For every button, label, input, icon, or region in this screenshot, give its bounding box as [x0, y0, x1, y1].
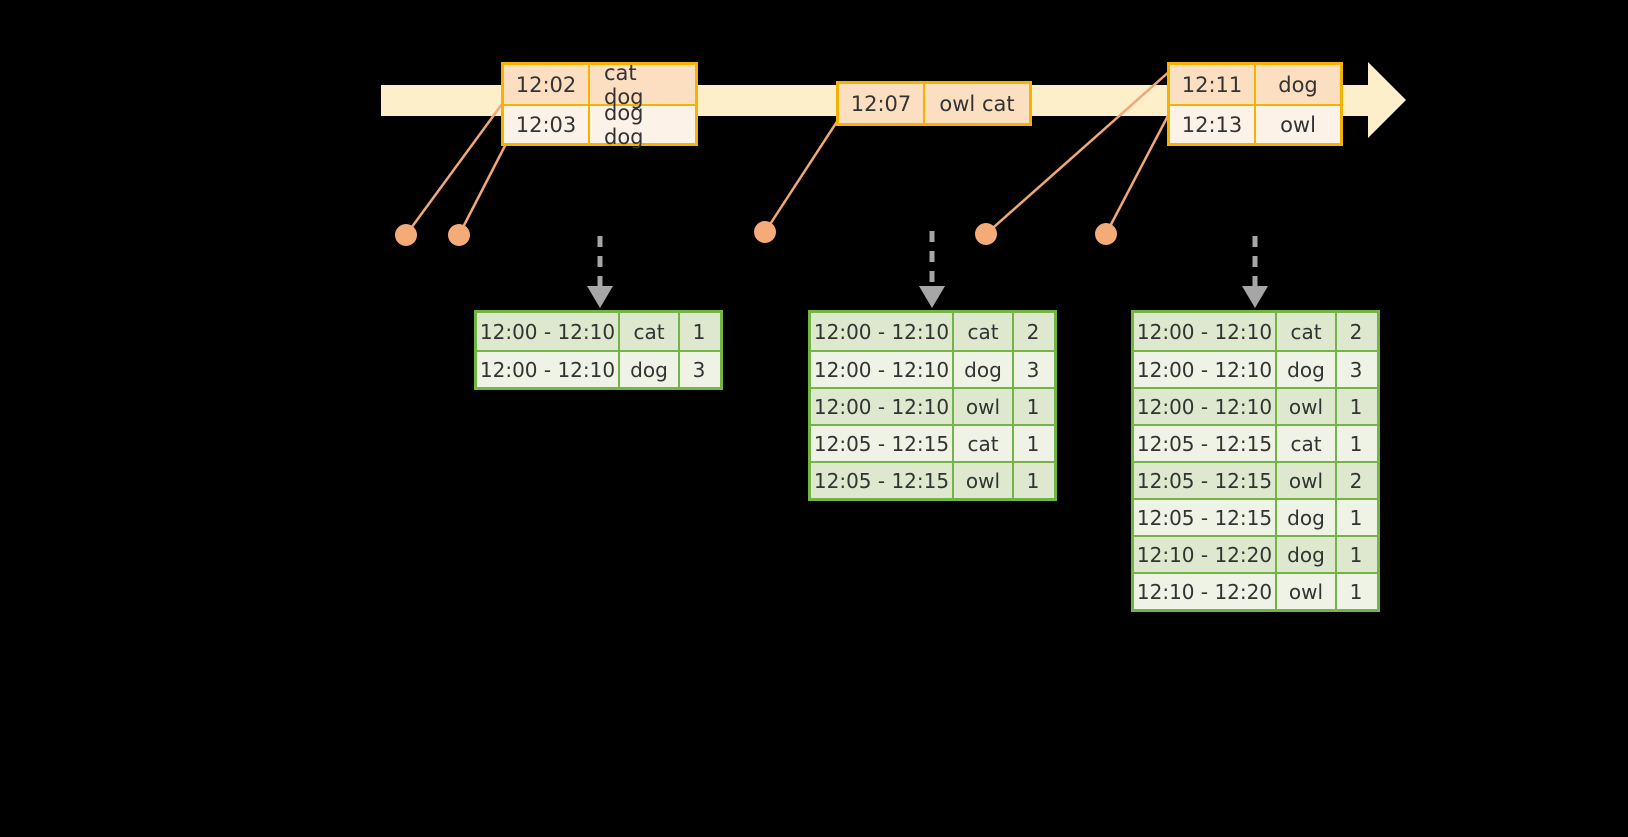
- flow-arrows: [587, 231, 1268, 308]
- cell-window: 12:00 - 12:10: [811, 389, 954, 424]
- event-time: 12:11: [1170, 65, 1256, 104]
- cell-key: dog: [1277, 352, 1337, 387]
- cell-count: 3: [1349, 357, 1363, 382]
- event-box-1[interactable]: 12:02 cat dog 12:03 dog dog: [501, 60, 698, 149]
- cell-window: 12:05 - 12:15: [1134, 426, 1277, 461]
- cell-count: 1: [1026, 431, 1040, 456]
- cell-count: 1: [1026, 394, 1040, 419]
- cell-key: dog: [620, 352, 680, 387]
- cell-key: owl: [1277, 389, 1337, 424]
- connector-event-2-line: [763, 116, 842, 233]
- connector-event-3b-line: [1104, 107, 1174, 235]
- cell-count: 3: [692, 357, 706, 382]
- cell-window: 12:10 - 12:20: [1134, 574, 1277, 609]
- cell-key: cat: [954, 313, 1014, 350]
- connector-dots: [395, 221, 1117, 246]
- cell-window: 12:05 - 12:15: [1134, 500, 1277, 535]
- cell-count: 1: [692, 319, 706, 344]
- cell-window: 12:00 - 12:10: [477, 352, 620, 387]
- cell-window: 12:00 - 12:10: [1134, 313, 1277, 350]
- event-payload: dog dog: [604, 100, 644, 149]
- flow-arrow-to-table-1-head-icon: [587, 286, 613, 308]
- connector-event-2-dot: [754, 221, 776, 243]
- cell-key: dog: [954, 352, 1014, 387]
- connector-event-1a-line: [404, 99, 507, 236]
- cell-key: owl: [1277, 463, 1337, 498]
- cell-window: 12:00 - 12:10: [1134, 352, 1277, 387]
- cell-window: 12:05 - 12:15: [1134, 463, 1277, 498]
- cell-window: 12:10 - 12:20: [1134, 537, 1277, 572]
- cell-window: 12:00 - 12:10: [811, 352, 954, 387]
- cell-count: 1: [1026, 468, 1040, 493]
- cell-key: owl: [1277, 574, 1337, 609]
- timeline-arrowhead-icon: [1368, 62, 1406, 138]
- connector-event-3b-dot: [1095, 223, 1117, 245]
- cell-key: owl: [954, 463, 1014, 498]
- connector-event-1b-dot: [448, 224, 470, 246]
- event-row: 12:07 owl cat: [839, 84, 1029, 123]
- cell-count: 1: [1349, 579, 1363, 604]
- cell-key: cat: [1277, 313, 1337, 350]
- cell-window: 12:05 - 12:15: [811, 426, 954, 461]
- cell-count: 1: [1349, 431, 1363, 456]
- cell-count: 2: [1349, 319, 1363, 344]
- cell-count: 3: [1026, 357, 1040, 382]
- event-payload: owl: [1280, 112, 1316, 137]
- event-payload: cat dog: [604, 60, 644, 109]
- cell-key: cat: [620, 313, 680, 350]
- cell-key: dog: [1277, 500, 1337, 535]
- event-row: 12:13 owl: [1170, 104, 1340, 143]
- cell-count: 2: [1349, 468, 1363, 493]
- event-box-2[interactable]: 12:07 owl cat: [836, 81, 1032, 126]
- cell-window: 12:00 - 12:10: [811, 313, 954, 350]
- event-box-3[interactable]: 12:11 dog 12:13 owl: [1167, 62, 1343, 146]
- event-row: 12:03 dog dog: [504, 100, 695, 149]
- cell-count: 2: [1026, 319, 1040, 344]
- event-time: 12:07: [839, 84, 925, 123]
- cell-key: cat: [954, 426, 1014, 461]
- event-time: 12:02: [504, 65, 590, 104]
- cell-count: 1: [1349, 542, 1363, 567]
- event-row: 12:11 dog: [1170, 65, 1340, 104]
- event-time: 12:13: [1170, 106, 1256, 143]
- cell-window: 12:05 - 12:15: [811, 463, 954, 498]
- cell-key: cat: [1277, 426, 1337, 461]
- cell-count: 1: [1349, 505, 1363, 530]
- connector-event-1a-dot: [395, 224, 417, 246]
- flow-arrow-to-table-2-head-icon: [919, 286, 945, 308]
- event-payload: owl cat: [939, 91, 1015, 116]
- event-payload: dog: [1278, 72, 1318, 97]
- event-time: 12:03: [504, 106, 590, 143]
- cell-key: owl: [954, 389, 1014, 424]
- connector-event-3a-dot: [975, 223, 997, 245]
- cell-count: 1: [1349, 394, 1363, 419]
- event-row: 12:02 cat dog: [504, 60, 695, 109]
- cell-window: 12:00 - 12:10: [1134, 389, 1277, 424]
- flow-arrow-to-table-3-head-icon: [1242, 286, 1268, 308]
- cell-key: dog: [1277, 537, 1337, 572]
- connector-event-1b-line: [457, 137, 511, 236]
- cell-window: 12:00 - 12:10: [477, 313, 620, 350]
